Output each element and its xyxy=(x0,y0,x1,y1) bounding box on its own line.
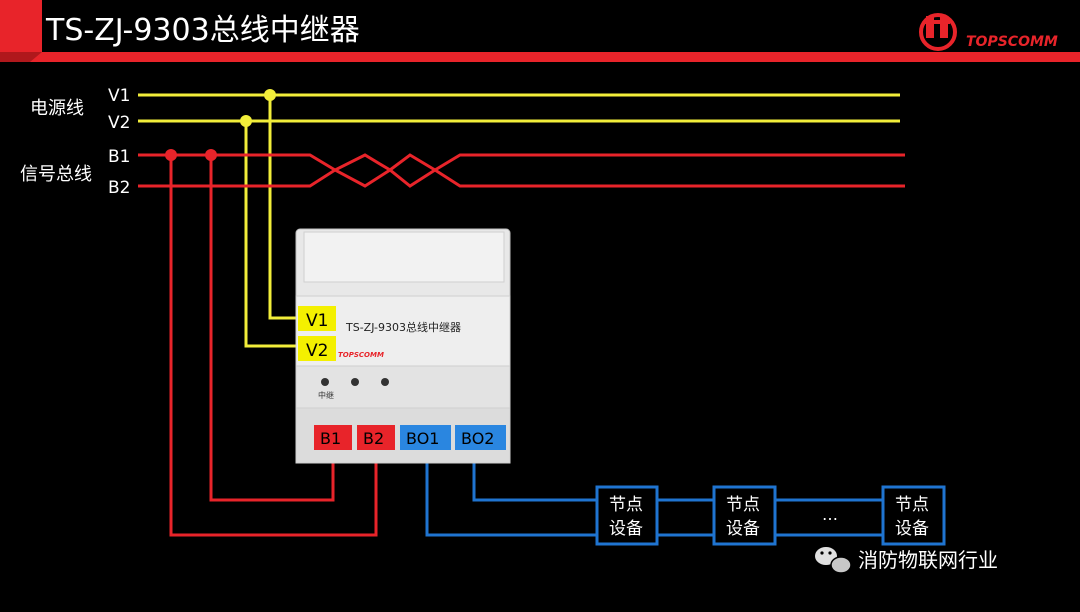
terminal-v2-label: V2 xyxy=(306,341,328,361)
v1-junction-dot xyxy=(264,89,276,101)
node-device-3: 节点 设备 xyxy=(881,485,946,546)
header-bar: TS-ZJ-9303总线中继器 TOPSCOMM xyxy=(0,0,1080,62)
v2-drop-wire xyxy=(244,121,300,348)
status-led-2 xyxy=(351,378,359,386)
terminal-v1-label: V1 xyxy=(306,311,328,331)
node-1-line1: 节点 xyxy=(609,495,643,515)
header-underline-shadow xyxy=(0,52,42,62)
signal-bus-label: 信号总线 xyxy=(20,164,92,185)
header-underline xyxy=(0,52,1080,62)
device-led-panel xyxy=(295,365,511,409)
v1-drop-wire xyxy=(268,95,300,320)
port-bo1-label: BO1 xyxy=(406,429,439,448)
wechat-icon xyxy=(815,547,852,574)
relay-led-label: 中继 xyxy=(318,390,334,400)
node-box-1 xyxy=(595,485,659,546)
bo2-wire xyxy=(472,462,597,502)
port-b1 xyxy=(314,425,352,450)
logo-text: TOPSCOMM xyxy=(966,34,1058,50)
node-2-line2: 设备 xyxy=(726,519,760,539)
node-3-line2: 设备 xyxy=(895,519,929,539)
power-line-label: 电源线 xyxy=(30,98,84,119)
node-device-2: 节点 设备 xyxy=(712,485,777,546)
port-b1-label: B1 xyxy=(320,429,341,448)
output-bus-lines xyxy=(425,462,883,537)
b2-junction-dot xyxy=(205,149,217,161)
status-led-3 xyxy=(381,378,389,386)
port-b2 xyxy=(357,425,395,450)
topscomm-logo-icon xyxy=(919,13,957,51)
b1-line xyxy=(138,153,905,188)
v2-line-label: V2 xyxy=(108,113,130,133)
port-b2-label: B2 xyxy=(363,429,384,448)
node-box-2 xyxy=(712,485,777,546)
node-box-3 xyxy=(881,485,946,546)
signal-bus-lines xyxy=(138,153,905,537)
page-title: TS-ZJ-9303总线中继器 xyxy=(45,13,360,48)
terminal-v1 xyxy=(298,306,336,331)
port-bo2-label: BO2 xyxy=(461,429,494,448)
repeater-device: TS-ZJ-9303总线中继器 TOPSCOMM V1 V2 中继 B1 B2 … xyxy=(295,228,511,464)
port-bo1 xyxy=(400,425,451,450)
node-ellipsis: … xyxy=(822,505,838,524)
device-model-text: TS-ZJ-9303总线中继器 xyxy=(345,320,461,334)
v2-junction-dot xyxy=(240,115,252,127)
b2-line xyxy=(138,153,905,188)
port-bo2 xyxy=(455,425,506,450)
terminal-v2 xyxy=(298,336,336,361)
bo1-wire xyxy=(425,462,597,537)
b1-drop-wire xyxy=(169,155,378,537)
v1-line-label: V1 xyxy=(108,86,130,106)
b1-junction-dot xyxy=(165,149,177,161)
b2-drop-wire xyxy=(209,155,335,502)
watermark-text: 消防物联网行业 xyxy=(858,548,998,572)
device-top-panel xyxy=(303,231,505,283)
power-lines xyxy=(138,93,900,348)
node-1-line2: 设备 xyxy=(609,519,643,539)
b2-line-label: B2 xyxy=(108,178,130,198)
header-left-accent xyxy=(0,0,42,52)
b1-line-label: B1 xyxy=(108,147,130,167)
relay-led xyxy=(321,378,329,386)
node-device-1: 节点 设备 xyxy=(595,485,659,546)
device-brand-text: TOPSCOMM xyxy=(338,351,384,359)
node-2-line1: 节点 xyxy=(726,495,760,515)
node-3-line1: 节点 xyxy=(895,495,929,515)
